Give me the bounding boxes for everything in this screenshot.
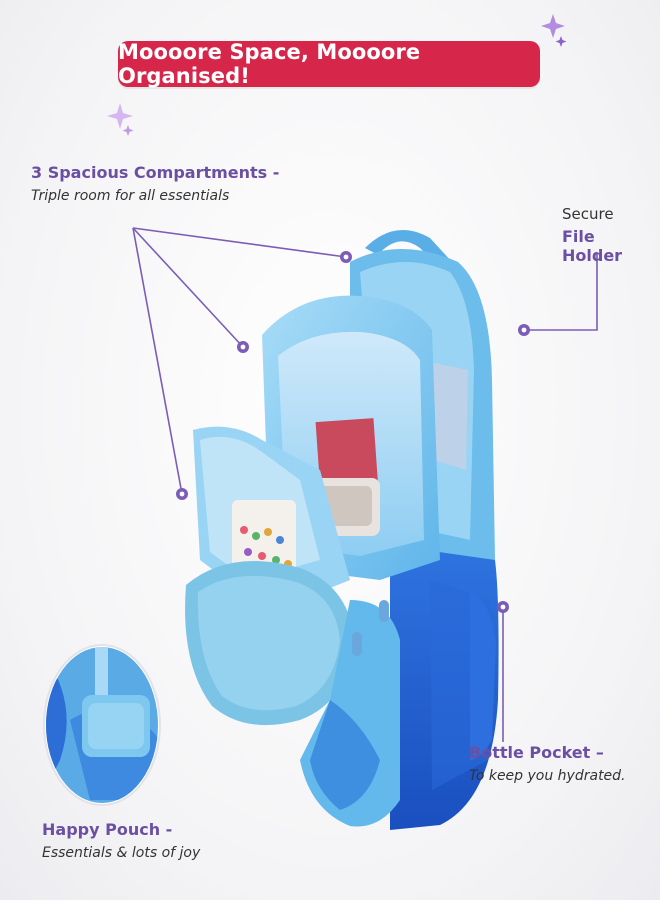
callout-happy-pouch: Happy Pouch - Essentials & lots of joy [42, 820, 200, 861]
backpack [185, 230, 499, 830]
file-holder-line1: Secure [562, 205, 614, 223]
happy-pouch-subtitle: Essentials & lots of joy [42, 845, 201, 861]
headline-banner: Moooore Space, Moooore Organised! [118, 40, 540, 88]
compartments-subtitle: Triple room for all essentials [31, 188, 230, 204]
file-holder-line2: File Holder [562, 227, 623, 265]
headline-text: Moooore Space, Moooore Organised! [118, 40, 421, 88]
callout-file-holder: Secure File Holder [562, 205, 660, 265]
happy-pouch-title: Happy Pouch - [42, 820, 173, 839]
compartments-title: 3 Spacious Compartments - [31, 163, 280, 182]
sparkle-icon [107, 103, 134, 136]
callout-bottle-pocket: Bottle Pocket – To keep you hydrated. [469, 743, 626, 784]
callout-compartments: 3 Spacious Compartments - Triple room fo… [31, 163, 279, 204]
leader-lines [132, 227, 598, 742]
sparkle-icon [541, 14, 567, 47]
bottle-pocket-subtitle: To keep you hydrated. [469, 768, 626, 784]
bottle-pocket-title: Bottle Pocket – [469, 743, 604, 762]
happy-pouch-inset [43, 644, 161, 806]
flower-marker-icon [176, 251, 530, 613]
